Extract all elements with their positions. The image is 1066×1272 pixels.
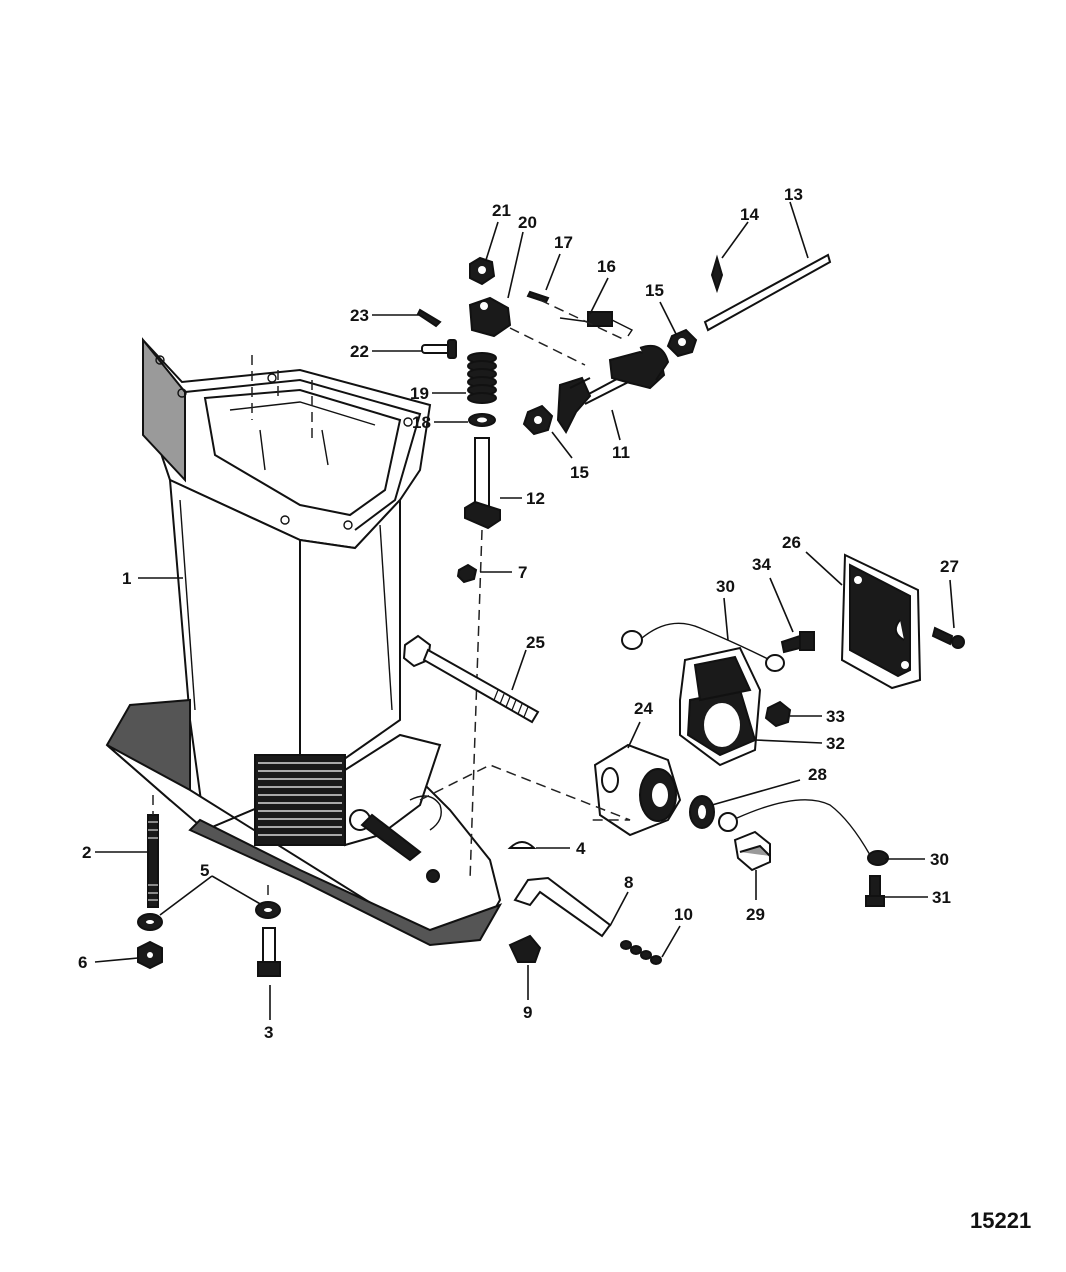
callout-20: 20 bbox=[518, 213, 537, 232]
callout-33: 33 bbox=[826, 707, 845, 726]
bolt-25 bbox=[402, 634, 540, 724]
callout-21: 21 bbox=[492, 201, 511, 220]
callout-30-lower: 30 bbox=[930, 850, 949, 869]
mount-assembly bbox=[419, 743, 889, 907]
callout-25: 25 bbox=[526, 633, 545, 652]
callout-7: 7 bbox=[518, 563, 527, 582]
callout-17: 17 bbox=[554, 233, 573, 252]
callout-2: 2 bbox=[82, 843, 91, 862]
callout-30-upper: 30 bbox=[716, 577, 735, 596]
callout-15-lower: 15 bbox=[570, 463, 589, 482]
callout-18: 18 bbox=[412, 413, 431, 432]
callout-3: 3 bbox=[264, 1023, 273, 1042]
callout-14: 14 bbox=[740, 205, 759, 224]
callout-11: 11 bbox=[612, 443, 630, 462]
fasteners bbox=[137, 795, 662, 977]
callout-8: 8 bbox=[624, 873, 633, 892]
callout-26: 26 bbox=[782, 533, 801, 552]
callout-6: 6 bbox=[78, 953, 87, 972]
callout-13: 13 bbox=[784, 185, 803, 204]
callout-15-upper: 15 bbox=[645, 281, 664, 300]
callout-22: 22 bbox=[350, 342, 369, 361]
callout-1: 1 bbox=[122, 569, 131, 588]
bracket-assembly bbox=[621, 553, 965, 767]
callout-16: 16 bbox=[597, 257, 616, 276]
shift-linkage bbox=[416, 253, 832, 881]
callout-29: 29 bbox=[746, 905, 765, 924]
callout-34: 34 bbox=[752, 555, 771, 574]
callout-5: 5 bbox=[200, 861, 209, 880]
callout-32: 32 bbox=[826, 734, 845, 753]
callout-31: 31 bbox=[932, 888, 951, 907]
callout-10: 10 bbox=[674, 905, 693, 924]
callout-24: 24 bbox=[634, 699, 653, 718]
callout-12: 12 bbox=[526, 489, 545, 508]
callout-23: 23 bbox=[350, 306, 369, 325]
callout-labels: 1 2 3 4 5 6 7 8 9 10 11 12 13 14 15 15 1… bbox=[78, 185, 959, 1042]
drawing-number: 15221 bbox=[970, 1208, 1031, 1233]
callout-27: 27 bbox=[940, 557, 959, 576]
leader-lines bbox=[94, 201, 955, 1020]
callout-19: 19 bbox=[410, 384, 429, 403]
callout-28: 28 bbox=[808, 765, 827, 784]
callout-4: 4 bbox=[576, 839, 586, 858]
driveshaft-housing bbox=[105, 337, 503, 947]
plug-4 bbox=[507, 841, 537, 849]
callout-9: 9 bbox=[523, 1003, 532, 1022]
